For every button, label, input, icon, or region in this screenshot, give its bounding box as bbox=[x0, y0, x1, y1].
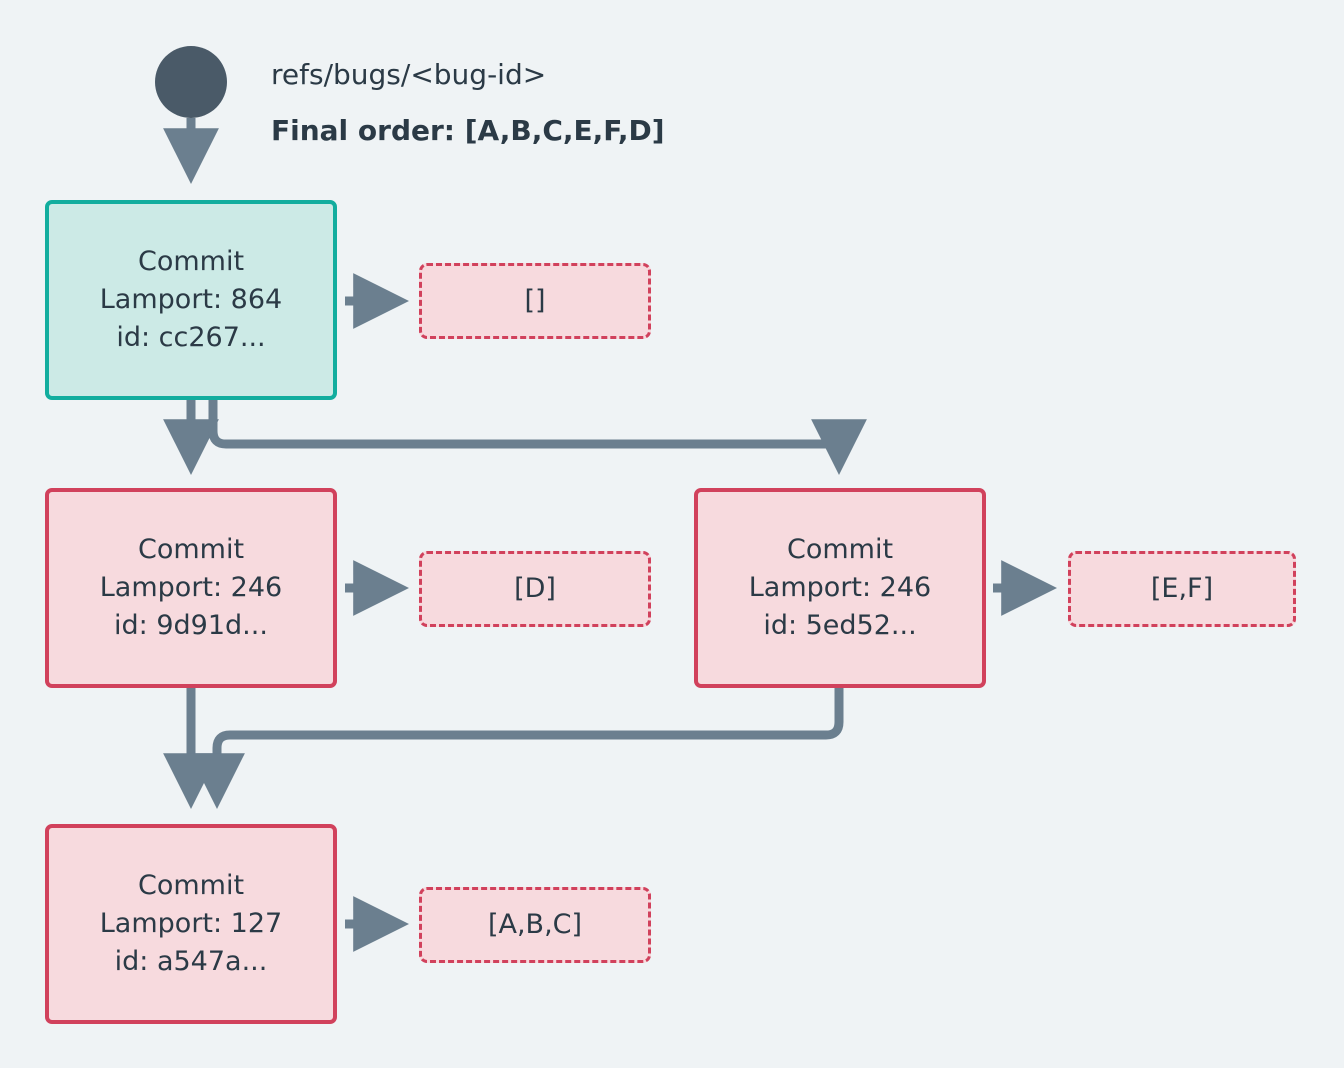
commit-lamport-label: Lamport: 864 bbox=[99, 283, 283, 315]
edge-cc267-to-5ed52 bbox=[208, 400, 867, 476]
commit-node-cc267[interactable]: Commit Lamport: 864 id: cc267... bbox=[45, 200, 337, 400]
commit-lamport-label: Lamport: 127 bbox=[99, 907, 283, 939]
final-order-label: Final order: [A,B,C,E,F,D] bbox=[271, 114, 665, 147]
ops-list-label: [D] bbox=[514, 572, 556, 604]
commit-node-9d91d[interactable]: Commit Lamport: 246 id: 9d91d... bbox=[45, 488, 337, 688]
commit-lamport-label: Lamport: 246 bbox=[748, 571, 932, 603]
ops-list-label: [A,B,C] bbox=[487, 908, 583, 940]
ops-list-label: [] bbox=[524, 284, 546, 316]
ops-node-9d91d[interactable]: [D] bbox=[419, 551, 651, 627]
commit-kind-label: Commit bbox=[137, 245, 245, 277]
commit-node-a547a[interactable]: Commit Lamport: 127 id: a547a... bbox=[45, 824, 337, 1024]
commit-kind-label: Commit bbox=[786, 533, 894, 565]
ops-node-cc267[interactable]: [] bbox=[419, 263, 651, 339]
commit-kind-label: Commit bbox=[137, 869, 245, 901]
commit-kind-label: Commit bbox=[137, 533, 245, 565]
ops-node-a547a[interactable]: [A,B,C] bbox=[419, 887, 651, 963]
commit-id-label: id: 9d91d... bbox=[114, 610, 268, 642]
branch-ref-label: refs/bugs/<bug-id> bbox=[271, 58, 547, 91]
ops-node-5ed52[interactable]: [E,F] bbox=[1068, 551, 1296, 627]
commit-node-5ed52[interactable]: Commit Lamport: 246 id: 5ed52... bbox=[694, 488, 986, 688]
commit-id-label: id: 5ed52... bbox=[763, 610, 917, 642]
commit-id-label: id: cc267... bbox=[116, 322, 266, 354]
start-node-circle bbox=[155, 46, 227, 118]
commit-lamport-label: Lamport: 246 bbox=[99, 571, 283, 603]
commit-id-label: id: a547a... bbox=[114, 946, 268, 978]
ops-list-label: [E,F] bbox=[1150, 572, 1214, 604]
edge-5ed52-to-a547a bbox=[189, 688, 844, 810]
